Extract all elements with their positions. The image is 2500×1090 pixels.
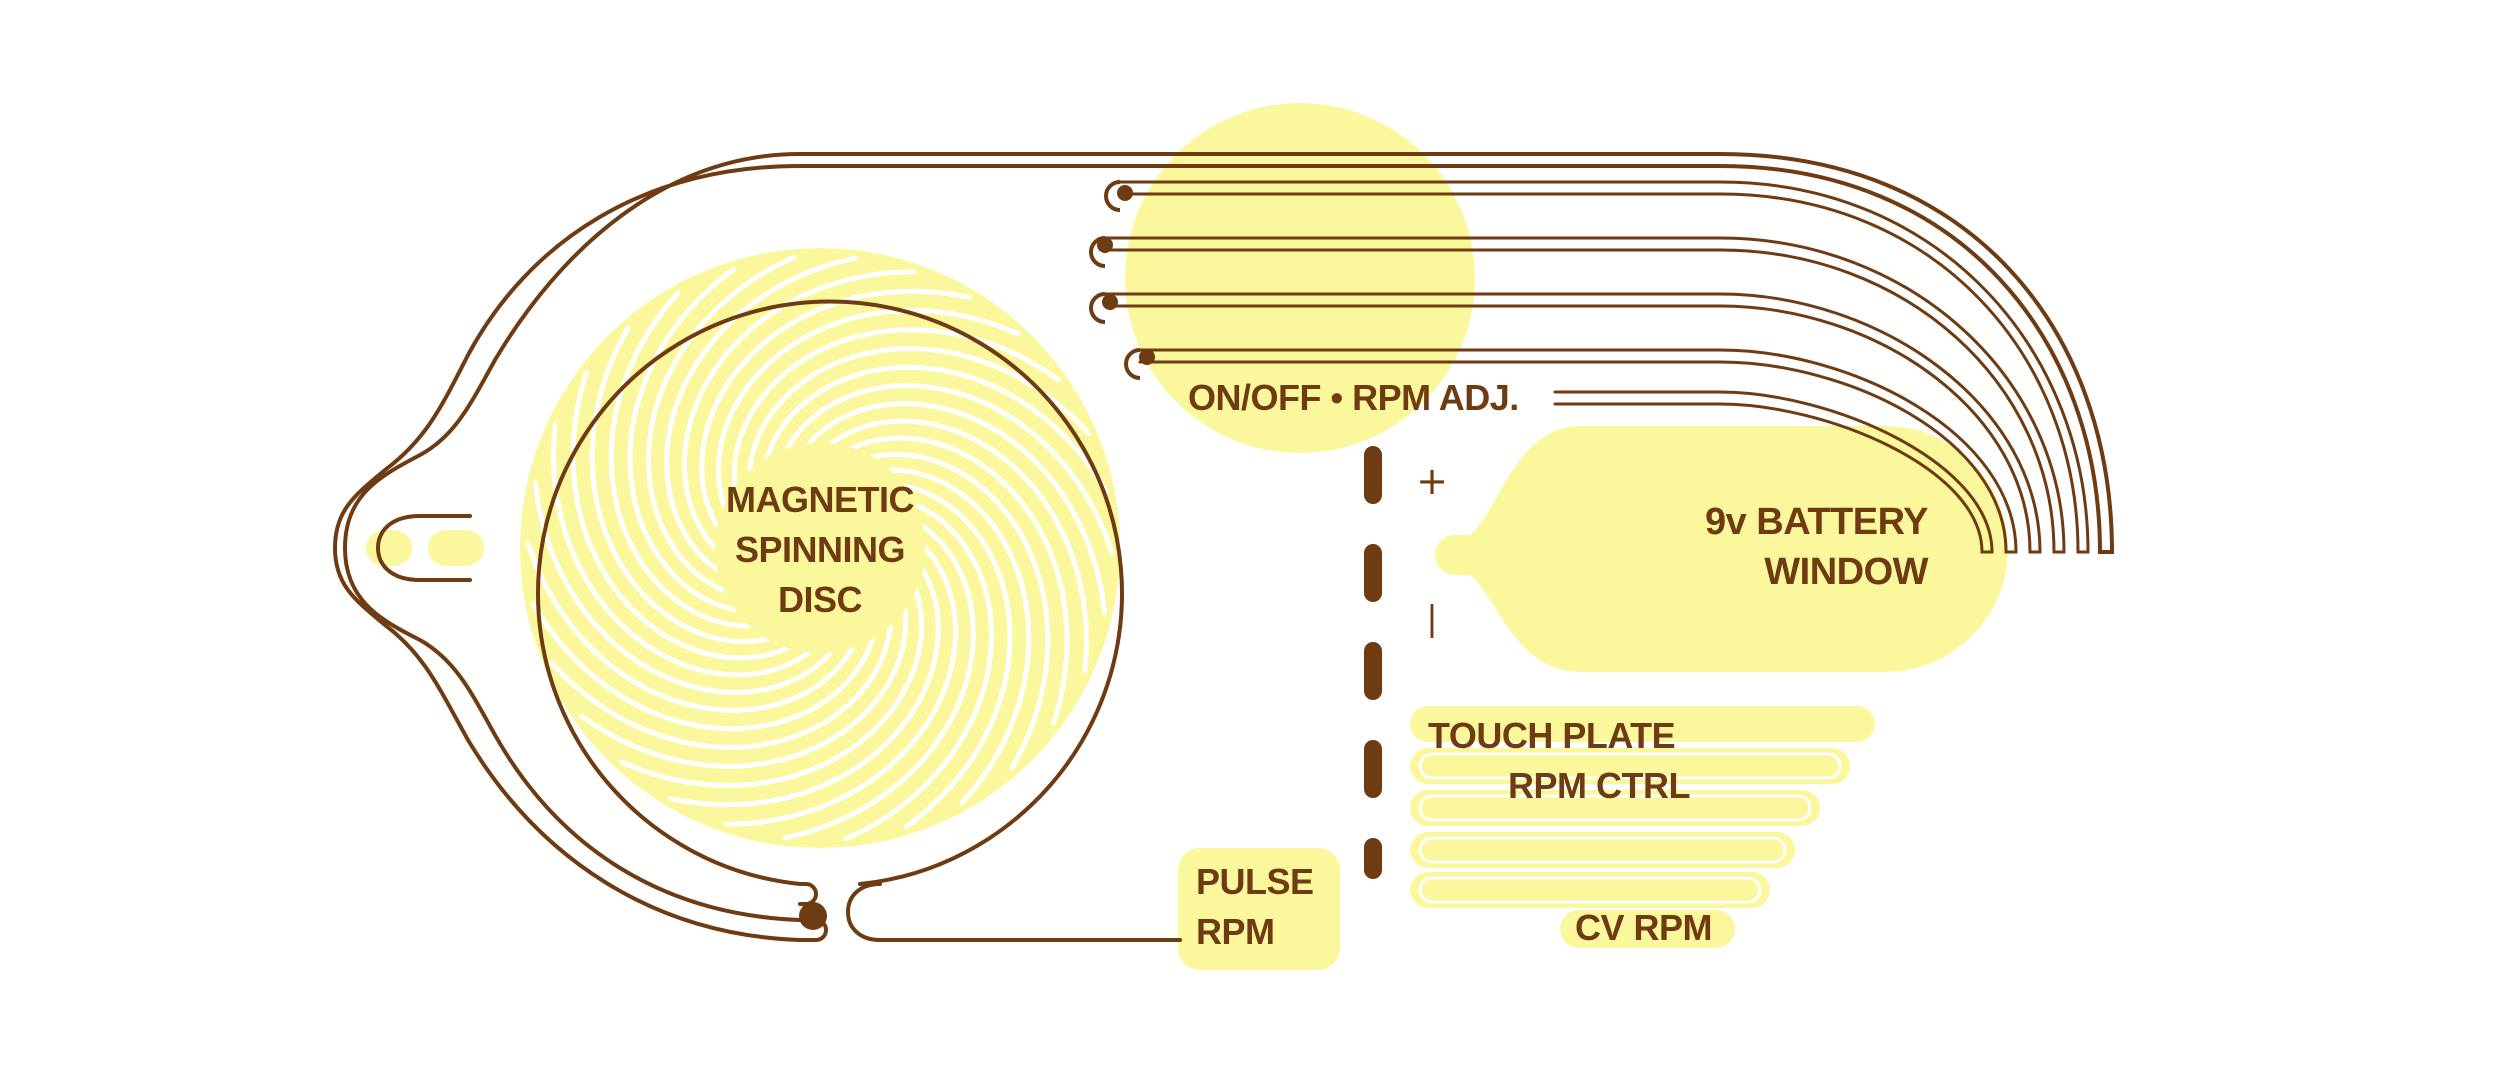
power-line <box>1553 390 1994 554</box>
disc-swirl-5 <box>549 623 893 750</box>
disc-label-line-2: SPINNING <box>735 529 905 570</box>
left-port-trace <box>375 514 472 582</box>
knob-pin-2 <box>1097 237 1113 253</box>
touch-bar-1 <box>1410 706 1875 742</box>
touch-bar-outlines <box>1418 752 1842 904</box>
disc-swirl-4 <box>578 607 909 769</box>
disc-swirl-30 <box>782 523 976 841</box>
disc-swirl-1 <box>723 545 959 827</box>
disc-swirl-15 <box>664 255 858 573</box>
disc-swirl-16 <box>681 269 917 551</box>
disc-hub <box>715 443 925 653</box>
pulse-label-line-1: PULSE <box>1196 861 1314 902</box>
pulse-label-line-2: RPM <box>1196 911 1275 952</box>
disc-swirl-13 <box>627 266 738 613</box>
battery-label-line-1: 9v BATTERY <box>1705 501 1928 543</box>
disc-swirl-28 <box>902 483 1013 830</box>
disc-swirl-11 <box>589 325 770 645</box>
outer-body-trace <box>332 152 2115 942</box>
touch-bar-2 <box>1410 748 1850 784</box>
labels: MAGNETIC SPINNING DISC ON/OFF • RPM ADJ.… <box>726 377 1929 952</box>
touch-bar-5 <box>1410 872 1770 908</box>
knob-pin-3 <box>1102 294 1118 310</box>
knob-area <box>1125 103 1475 453</box>
cv-label: CV RPM <box>1575 907 1712 948</box>
disc-pin <box>799 902 827 930</box>
touch-bar-3 <box>1410 790 1820 826</box>
pulse-trace <box>845 882 1182 942</box>
disc-ring-trace <box>536 299 1124 906</box>
disc-swirl-29 <box>843 502 995 842</box>
disc-swirl-12 <box>608 290 753 629</box>
disc-swirl-21 <box>765 364 1109 495</box>
disc-swirl-8 <box>532 480 834 696</box>
disc-swirl-17 <box>699 288 973 529</box>
yellow-fills <box>366 103 2008 970</box>
disc-label-line-3: DISC <box>778 579 863 620</box>
battery-label-line-2: WINDOW <box>1764 551 1928 593</box>
battery-window-shape <box>1435 426 2008 672</box>
disc-swirl-23 <box>806 400 1108 616</box>
magnetic-spinning-disc <box>520 248 1120 848</box>
disc-swirl-9 <box>550 422 812 678</box>
disc-swirl-3 <box>618 588 925 789</box>
knob-trace-2 <box>1103 236 2066 554</box>
brown-traces <box>332 152 2115 942</box>
touch-bar-4 <box>1410 832 1795 868</box>
disc-swirl-26 <box>870 451 1051 771</box>
knob-pin-4 <box>1139 349 1155 365</box>
disc-swirl-10 <box>570 370 791 661</box>
knob-trace-4 <box>1138 348 2018 554</box>
disc-swirl-20 <box>747 346 1091 473</box>
battery-minus-label: | <box>1426 599 1437 639</box>
disc-swirl-2 <box>667 567 941 808</box>
left-pad-1 <box>366 530 412 566</box>
disc-swirl-14 <box>645 254 797 594</box>
battery-plus-label: + <box>1416 459 1448 503</box>
cv-bar <box>1560 910 1735 948</box>
disc-swirl-22 <box>785 382 1115 555</box>
disc-label-line-1: MAGNETIC <box>726 479 914 520</box>
touch-label-line-2: RPM CTRL <box>1508 765 1690 806</box>
touch-label-line-1: TOUCH PLATE <box>1428 715 1675 756</box>
disc-swirl-7 <box>525 541 855 714</box>
pulse-box <box>1178 848 1340 970</box>
disc-swirl-18 <box>715 307 1022 508</box>
knob-pin-1 <box>1117 185 1133 201</box>
disc-swirl-6 <box>531 601 875 732</box>
knob-trace-3 <box>1103 292 2042 554</box>
power-label: ON/OFF • RPM ADJ. <box>1188 377 1519 418</box>
disc-swirl-25 <box>849 435 1070 726</box>
knob-end-caps <box>799 180 1155 930</box>
left-pad-2 <box>428 530 484 566</box>
knob-trace-1 <box>1118 180 2090 554</box>
disc-swirl-27 <box>887 467 1032 806</box>
disc-swirl-24 <box>828 418 1090 674</box>
